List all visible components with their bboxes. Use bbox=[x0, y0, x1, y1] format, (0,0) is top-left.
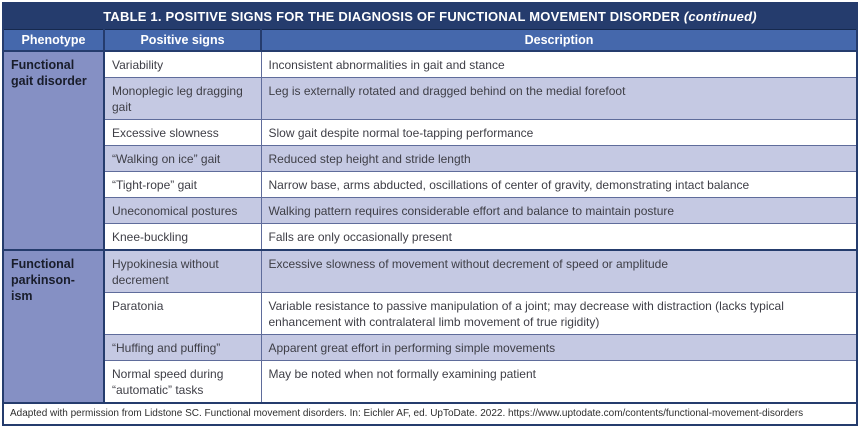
description-cell: Excessive slowness of movement without d… bbox=[261, 249, 857, 293]
positive-sign-cell: “Walking on ice” gait bbox=[104, 145, 262, 172]
description-cell: Slow gait despite normal toe-tapping per… bbox=[261, 119, 857, 146]
description-cell: Leg is externally rotated and dragged be… bbox=[261, 77, 857, 120]
description-cell: Apparent great effort in performing simp… bbox=[261, 334, 857, 361]
description-cell: May be noted when not formally examining… bbox=[261, 360, 857, 403]
column-header-positive-signs: Positive signs bbox=[103, 29, 261, 52]
description-cell: Inconsistent abnormalities in gait and s… bbox=[261, 50, 857, 78]
positive-sign-cell: Normal speed during “automatic” tasks bbox=[104, 360, 262, 403]
positive-sign-cell: Monoplegic leg dragging gait bbox=[104, 77, 262, 120]
column-header-description: Description bbox=[260, 29, 857, 52]
positive-sign-cell: Uneconomical postures bbox=[104, 197, 262, 224]
positive-sign-cell: Hypokinesia without decrement bbox=[104, 249, 262, 293]
positive-sign-cell: Knee-buckling bbox=[104, 223, 262, 250]
description-cell: Reduced step height and stride length bbox=[261, 145, 857, 172]
title-row: TABLE 1. POSITIVE SIGNS FOR THE DIAGNOSI… bbox=[3, 3, 857, 30]
column-header-row: Phenotype Positive signs Description bbox=[3, 29, 857, 52]
table-title: TABLE 1. POSITIVE SIGNS FOR THE DIAGNOSI… bbox=[3, 3, 857, 30]
table-title-main: TABLE 1. POSITIVE SIGNS FOR THE DIAGNOSI… bbox=[103, 9, 680, 24]
description-cell: Falls are only occasionally present bbox=[261, 223, 857, 250]
table-footnote: Adapted with permission from Lidstone SC… bbox=[3, 402, 857, 425]
table-row: “Huffing and puffing”Apparent great effo… bbox=[3, 334, 857, 361]
positive-sign-cell: Excessive slowness bbox=[104, 119, 262, 146]
positive-sign-cell: “Tight-rope” gait bbox=[104, 171, 262, 198]
positive-sign-cell: Variability bbox=[104, 50, 262, 78]
column-header-phenotype: Phenotype bbox=[3, 29, 104, 52]
positive-sign-cell: Paratonia bbox=[104, 292, 262, 335]
phenotype-cell: Functional parkinson-ism bbox=[3, 249, 105, 403]
description-cell: Narrow base, arms abducted, oscillations… bbox=[261, 171, 857, 198]
table-title-continued: (continued) bbox=[683, 9, 757, 24]
description-cell: Walking pattern requires considerable ef… bbox=[261, 197, 857, 224]
positive-sign-cell: “Huffing and puffing” bbox=[104, 334, 262, 361]
description-cell: Variable resistance to passive manipulat… bbox=[261, 292, 857, 335]
phenotype-cell: Functional gait disorder bbox=[3, 50, 105, 250]
footnote-row: Adapted with permission from Lidstone SC… bbox=[3, 402, 857, 425]
